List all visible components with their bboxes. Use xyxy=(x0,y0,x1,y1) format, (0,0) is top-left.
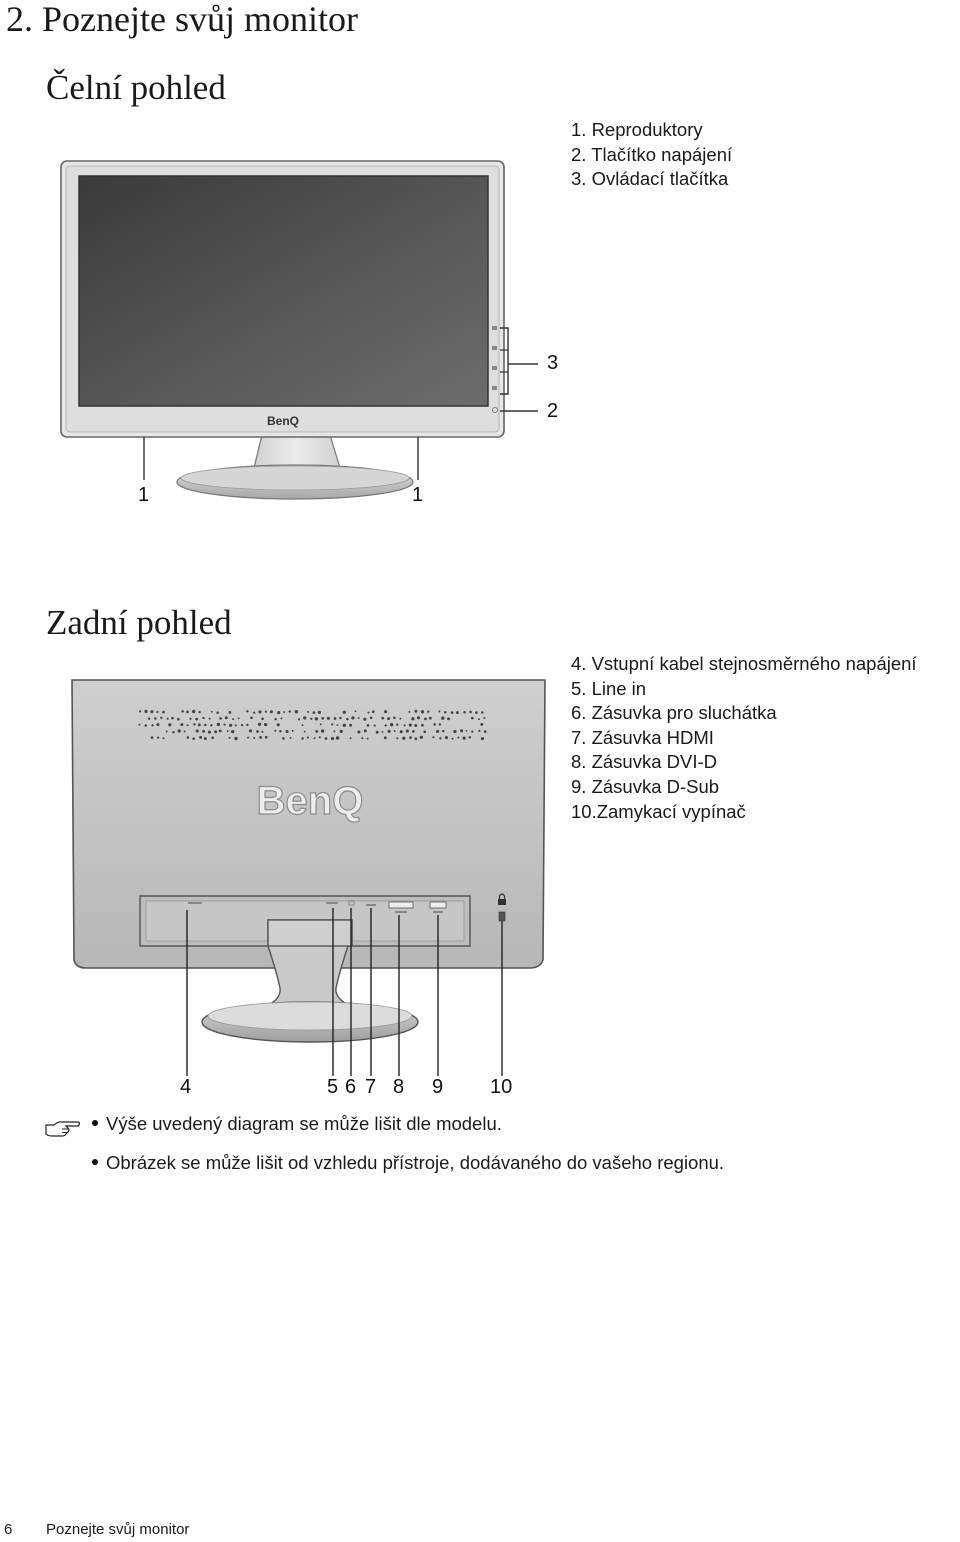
front-brand-logo: BenQ xyxy=(267,414,299,428)
footer-page-number: 6 xyxy=(4,1521,13,1538)
dvi-port xyxy=(388,901,414,909)
front-part-item: 1. Reproduktory xyxy=(571,119,703,140)
note-item: Výše uvedený diagram se může lišit dle m… xyxy=(92,1113,502,1135)
lock-slot xyxy=(498,911,506,922)
rear-part-item: 8. Zásuvka DVI-D xyxy=(571,751,717,773)
callout-speaker-right: 1 xyxy=(412,484,424,506)
rear-part-item: 10.Zamykací vypínač xyxy=(571,800,746,822)
rear-view-heading: Zadní pohled xyxy=(46,603,232,642)
front-view-heading: Čelní pohled xyxy=(46,68,226,107)
callout-6: 6 xyxy=(345,1076,357,1098)
front-part-item: 3. Ovládací tlačítka xyxy=(571,168,729,190)
rear-monitor-illustration: BenQ xyxy=(71,679,546,1076)
rear-parts-list: 4. Vstupní kabel stejnosměrného napájení… xyxy=(571,652,917,824)
rear-part-item: 5. Line in xyxy=(571,677,647,699)
callout-speaker-left: 1 xyxy=(138,484,150,506)
rear-part-item: 6. Zásuvka pro sluchátka xyxy=(571,702,777,724)
headphone-icon xyxy=(348,900,355,906)
front-part-item: 2. Tlačítko napájení xyxy=(571,143,733,165)
lock-icon xyxy=(498,899,506,905)
dsub-port xyxy=(429,901,447,909)
callout-power: 2 xyxy=(547,400,559,422)
footer-section-title: Poznejte svůj monitor xyxy=(46,1521,190,1538)
rear-part-item: 9. Zásuvka D-Sub xyxy=(571,775,720,797)
bullet-icon xyxy=(92,1120,98,1127)
front-parts-list: 1. Reproduktory 2. Tlačítko napájení 3. … xyxy=(571,118,732,192)
note-text: Výše uvedený diagram se může lišit dle m… xyxy=(106,1113,502,1134)
rear-brand-logo: BenQ xyxy=(257,779,364,823)
front-screen xyxy=(78,175,489,407)
callout-8: 8 xyxy=(393,1076,405,1098)
power-icon xyxy=(492,407,498,413)
vent-holes xyxy=(138,709,487,741)
page-title: 2. Poznejte svůj monitor xyxy=(6,0,358,39)
front-monitor-illustration: BenQ xyxy=(60,160,538,500)
note-text: Obrázek se může lišit od vzhledu přístro… xyxy=(106,1152,725,1173)
callout-7: 7 xyxy=(365,1076,377,1098)
rear-part-item: 4. Vstupní kabel stejnosměrného napájení xyxy=(571,653,917,674)
callout-5: 5 xyxy=(327,1076,339,1098)
callout-10: 10 xyxy=(490,1076,513,1098)
bullet-icon xyxy=(92,1159,98,1166)
pointing-hand-icon xyxy=(45,1121,81,1137)
callout-9: 9 xyxy=(432,1076,444,1098)
callout-4: 4 xyxy=(180,1076,192,1098)
callout-controls: 3 xyxy=(547,352,559,374)
rear-part-item: 7. Zásuvka HDMI xyxy=(571,726,714,748)
note-item: Obrázek se může lišit od vzhledu přístro… xyxy=(92,1152,724,1174)
